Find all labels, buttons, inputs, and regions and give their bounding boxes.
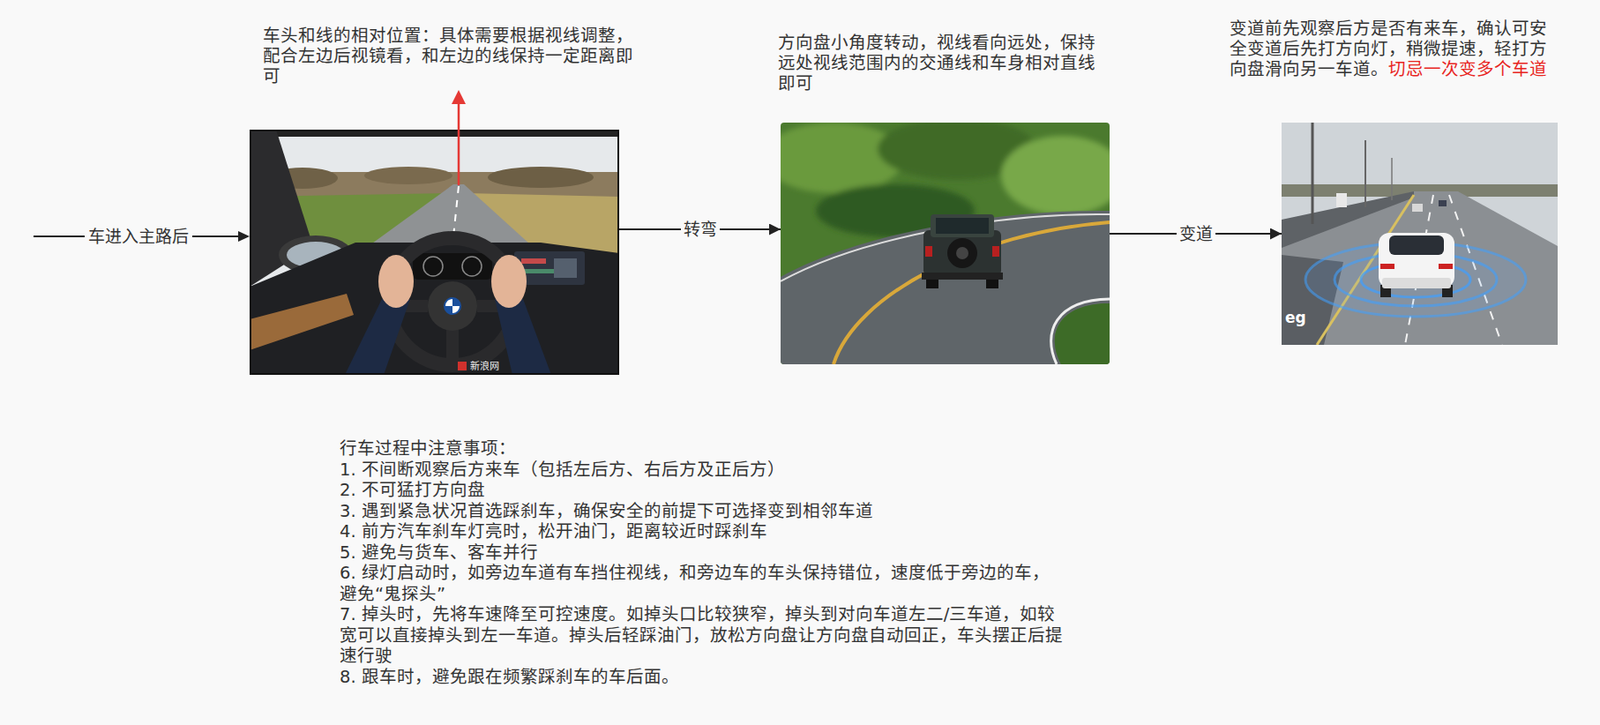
label-anchor: 车进入主路后: [84, 226, 193, 247]
step-panel: 变道前先观察后方是否有来车，确认可安全变道后先打方向灯，稍微提速，轻打方向盘滑向…: [1281, 122, 1558, 345]
step-note: 车头和线的相对位置：具体需要根据视线调整，配合左边后视镜看，和左边的线保持一定距…: [262, 25, 645, 87]
note-item: 3. 遇到紧急状况首选踩刹车，确保安全的前提下可选择变到相邻车道: [339, 500, 1063, 523]
label-anchor: eg: [1285, 308, 1307, 327]
label-anchor: 新浪网: [470, 360, 500, 373]
step-note: 方向盘小角度转动，视线看向远处，保持远处视线范围内的交通线和车身相对直线即可: [777, 32, 1108, 94]
note-item: 4. 前方汽车刹车灯亮时，松开油门，距离较近时踩刹车: [339, 521, 1063, 543]
note-item: 7. 掉头时，先将车速降至可控速度。如掉头口比较狭窄，掉头到对向车道左二/三车道…: [339, 604, 1063, 667]
watermark: 新浪网: [470, 360, 500, 373]
step-note: 变道前先观察后方是否有来车，确认可安全变道后先打方向灯，稍微提速，轻打方向盘滑向…: [1229, 18, 1560, 80]
step-text: 方向盘小角度转动，视线看向远处，保持远处视线范围内的交通线和车身相对直线即可: [777, 32, 1096, 94]
highway-photo: [1281, 122, 1558, 345]
note-item: 行车过程中注意事项：: [339, 438, 1063, 460]
warning-text: 切忌一次变多个车道: [1388, 59, 1548, 80]
note-item: 1. 不间断观察后方来车（包括左后方、右后方及正后方）: [339, 459, 1063, 481]
curve-photo: [762, 118, 1125, 365]
step-panel: 车头和线的相对位置：具体需要根据视线调整，配合左边后视镜看，和左边的线保持一定距…: [249, 129, 620, 375]
edge-label: 变道: [1176, 224, 1216, 244]
note-item: 2. 不可猛打方向盘: [339, 479, 1063, 501]
cockpit-photo: [249, 129, 620, 375]
entry-label: 车进入主路后: [84, 226, 193, 247]
edge-label: 转弯: [680, 219, 720, 240]
note-item: 5. 避免与货车、客车并行: [339, 542, 1063, 564]
sightline-arrow: [451, 89, 466, 186]
notes-block: 行车过程中注意事项：1. 不间断观察后方来车（包括左后方、右后方及正后方）2. …: [339, 438, 1063, 688]
step-text: 车头和线的相对位置：具体需要根据视线调整，配合左边后视镜看，和左边的线保持一定距…: [262, 25, 634, 87]
note-item: 8. 跟车时，避免跟在频繁踩刹车的车后面。: [339, 666, 1063, 688]
example-mark: eg: [1285, 308, 1307, 327]
step-panel: 方向盘小角度转动，视线看向远处，保持远处视线范围内的交通线和车身相对直线即可: [780, 122, 1110, 365]
note-item: 6. 绿灯启动时，如旁边车道有车挡住视线，和旁边车的车头保持错位，速度低于旁边的…: [339, 562, 1063, 605]
